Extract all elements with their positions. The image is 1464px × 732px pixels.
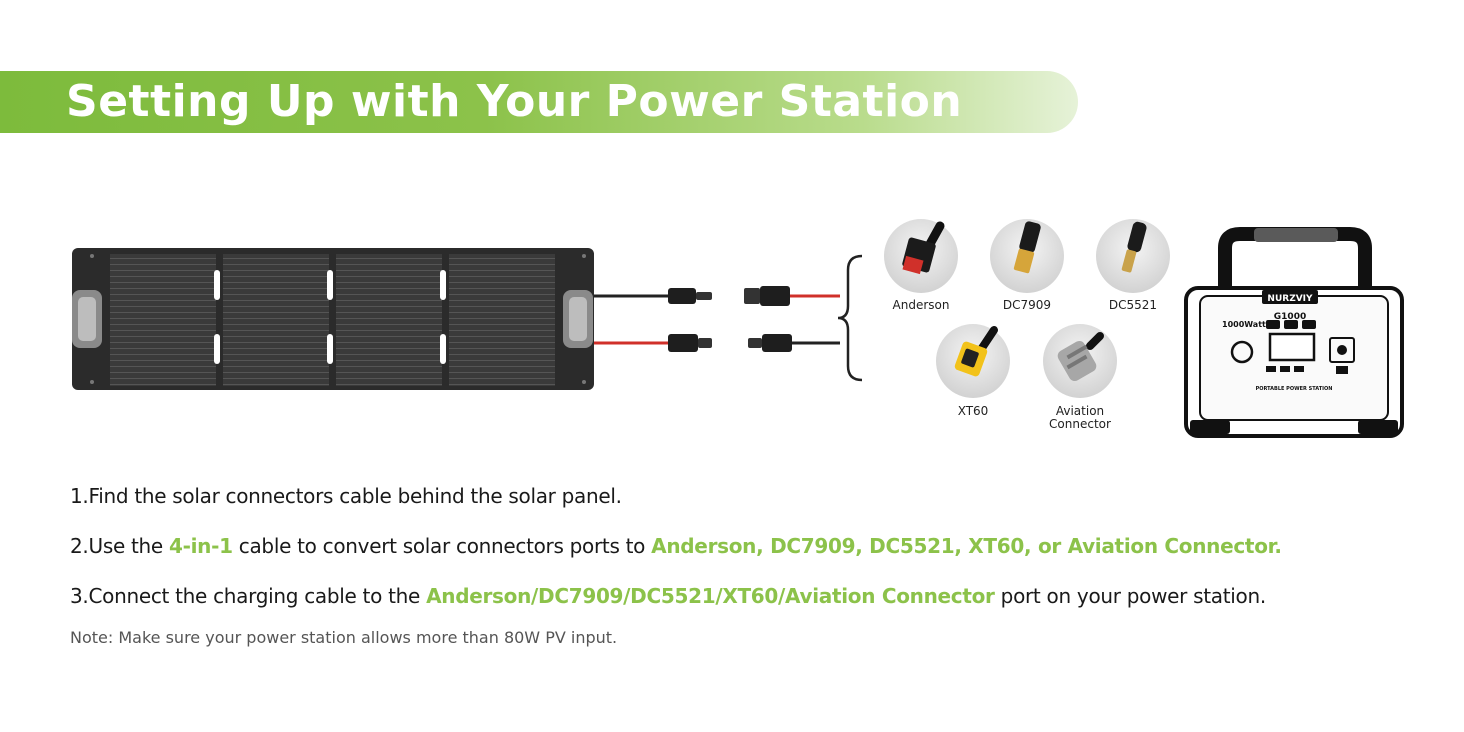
port-xt60 xyxy=(936,324,1010,398)
port-label-xt60: XT60 xyxy=(957,404,989,418)
power-station: NURZVIY G1000 1000Watts PORTABLE POWER S… xyxy=(1184,227,1404,438)
port-label-dc7909: DC7909 xyxy=(1002,298,1052,312)
station-subtitle: PORTABLE POWER STATION xyxy=(1256,386,1333,392)
highlight-connector-list: Anderson, DC7909, DC5521, XT60, or Aviat… xyxy=(651,534,1282,558)
step-3: 3.Connect the charging cable to the Ande… xyxy=(70,584,1266,608)
port-label-dc5521: DC5521 xyxy=(1108,298,1158,312)
split-bracket xyxy=(837,254,863,382)
highlight-4-in-1: 4-in-1 xyxy=(168,534,233,558)
solar-cell-3 xyxy=(336,254,442,386)
solar-cell-2 xyxy=(223,254,329,386)
mc4-female-connector xyxy=(668,334,698,352)
port-dc5521 xyxy=(1096,219,1170,293)
port-anderson xyxy=(884,219,958,293)
header-banner xyxy=(0,71,1078,133)
solar-cables xyxy=(594,254,863,382)
step-2: 2.Use the 4-in-1 cable to convert solar … xyxy=(70,534,1282,558)
mc4-male-connector xyxy=(668,288,696,304)
solar-panel xyxy=(72,248,594,390)
station-model: G1000 xyxy=(1274,312,1306,322)
step-1: 1.Find the solar connectors cable behind… xyxy=(70,484,622,508)
port-label-anderson: Anderson xyxy=(892,298,950,312)
note-text: Note: Make sure your power station allow… xyxy=(70,628,618,647)
station-brand: NURZVIY xyxy=(1267,294,1313,304)
solar-cell-4 xyxy=(449,254,555,386)
station-watts: 1000Watts xyxy=(1222,320,1271,329)
adapter-connector-1 xyxy=(760,286,790,306)
port-label-aviation: Aviation Connector xyxy=(1049,404,1111,431)
port-aviation-connector xyxy=(1043,324,1117,398)
page-title: Setting Up with Your Power Station xyxy=(66,76,963,127)
port-dc7909 xyxy=(990,219,1064,293)
solar-cell-1 xyxy=(110,254,216,386)
adapter-connector-2 xyxy=(762,334,792,352)
highlight-port-list: Anderson/DC7909/DC5521/XT60/Aviation Con… xyxy=(426,584,995,608)
